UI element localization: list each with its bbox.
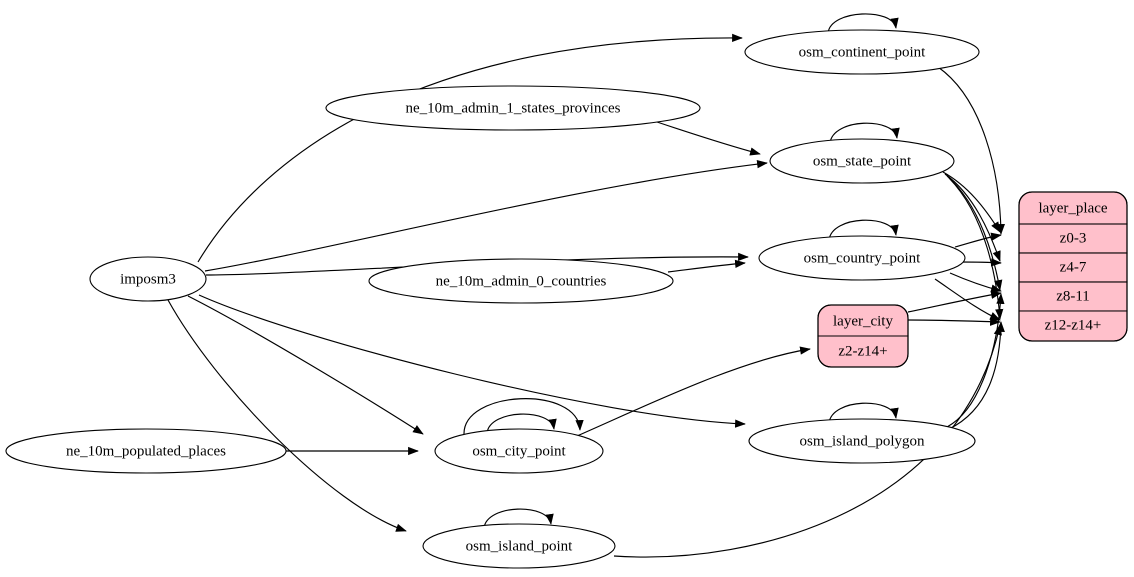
node-layer_place[interactable]: layer_place z0-3 z4-7 z8-11 z12-z14+ xyxy=(1018,191,1128,342)
edge-osm_island_polygon-to-layer_place-z8-11 xyxy=(946,293,1005,428)
node-ne_10m_populated_places[interactable]: ne_10m_populated_places xyxy=(5,428,287,474)
edge-osm_country_point-to-layer_place-z0-3 xyxy=(954,232,1002,248)
edge-imposm3-to-osm_island_point xyxy=(167,299,407,532)
edge-osm_continent_point-to-layer_place-z0-3 xyxy=(937,66,1005,235)
node-osm_island_polygon[interactable]: osm_island_polygon xyxy=(748,418,976,464)
edge-osm_city_point-to-layer_city-z2-z14+ xyxy=(576,346,811,437)
edge-self-loop-osm_country_point xyxy=(828,219,899,241)
layer_place-row-z12-z14+-bg xyxy=(1018,310,1128,342)
layer_place-row-z4-7-bg xyxy=(1018,252,1128,283)
node-ne_10m_admin_1_states_provinces[interactable]: ne_10m_admin_1_states_provinces xyxy=(325,85,701,131)
node-imposm3[interactable]: imposm3 xyxy=(89,256,207,302)
edge-layer_city-to-layer_place-z8-11 xyxy=(907,290,1002,313)
node-osm_continent_point[interactable]: osm_continent_point xyxy=(744,29,980,75)
edge-osm_island_point-to-layer_place-z12-z14+ xyxy=(613,324,1002,558)
edge-self-loop-osm_continent_point xyxy=(827,13,899,34)
node-layer_city[interactable]: layer_city z2-z14+ xyxy=(817,304,909,368)
node-ne_10m_admin_0_countries[interactable]: ne_10m_admin_0_countries xyxy=(368,258,674,304)
edge-osm_state_point-to-layer_place-z8-11 xyxy=(946,175,1003,291)
edge-imposm3-to-osm_island_polygon xyxy=(198,294,746,428)
edge-imposm3-to-osm_city_point xyxy=(187,295,424,435)
edge-self-loop-osm_island_point xyxy=(483,508,554,529)
edge-osm_island_polygon-to-layer_place-z12-z14+ xyxy=(948,321,1005,430)
edge-imposm3-to-osm_continent_point xyxy=(197,33,743,263)
edge-imposm3-to-osm_state_point xyxy=(204,160,768,272)
edge-osm_country_point-to-layer_place-z12-z14+ xyxy=(934,278,1001,321)
edge-self-loop-osm_city_point-inner xyxy=(486,413,557,434)
edge-ne_10m_admin_0_countries-to-osm_country_point xyxy=(667,259,746,273)
node-layer: imposm3 ne_10m_admin_1_states_provinces … xyxy=(5,29,980,569)
node-osm_state_point[interactable]: osm_state_point xyxy=(769,138,955,184)
layer_place-row-title-bg xyxy=(1018,191,1128,225)
node-osm_island_point[interactable]: osm_island_point xyxy=(422,523,616,569)
layer_place-outline xyxy=(1018,191,1128,342)
edge-osm_country_point-to-layer_place-z8-11 xyxy=(949,272,1002,293)
layer_place-row-z0-3-bg xyxy=(1018,223,1128,254)
layer_city-outline xyxy=(817,304,909,368)
edge-osm_state_point-to-layer_place-z4-7 xyxy=(944,173,1001,262)
edge-layer_city-to-layer_place-z12-z14+ xyxy=(907,317,1001,326)
node-osm_city_point[interactable]: osm_city_point xyxy=(434,428,604,474)
layer_city-row-z2-z14+-bg xyxy=(817,335,909,368)
edge-layer xyxy=(167,13,1005,558)
layer_city-row-title-bg xyxy=(817,304,909,337)
edge-self-loop-osm_city_point-outer xyxy=(463,398,584,436)
layer_place-row-z8-11-bg xyxy=(1018,281,1128,312)
edge-osm_country_point-to-layer_place-z4-7 xyxy=(959,258,1002,267)
edge-ne_10m_admin_1_states_provinces-to-osm_state_point xyxy=(656,121,761,156)
node-osm_country_point[interactable]: osm_country_point xyxy=(758,235,966,281)
edge-osm_state_point-to-layer_place-z12-z14+ xyxy=(948,177,1004,320)
edge-osm_state_point-to-layer_place-z0-3 xyxy=(942,171,1001,233)
edge-self-loop-osm_state_point xyxy=(829,122,900,144)
edge-self-loop-osm_island_polygon xyxy=(828,402,899,424)
